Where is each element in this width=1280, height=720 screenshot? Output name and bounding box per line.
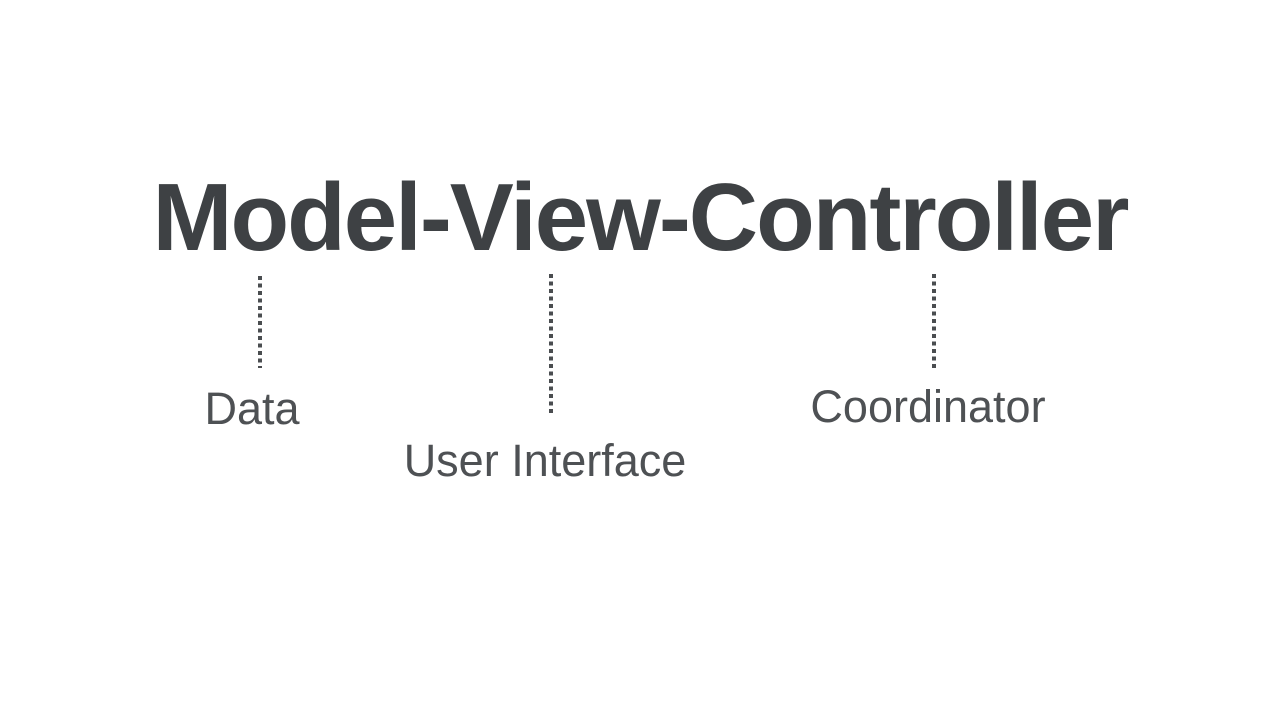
connector-view-to-user-interface bbox=[549, 274, 553, 416]
connector-model-to-data bbox=[258, 276, 262, 368]
label-model-data: Data bbox=[204, 383, 300, 434]
diagram-title: Model-View-Controller bbox=[152, 164, 1130, 271]
label-controller-coordinator: Coordinator bbox=[810, 381, 1046, 432]
label-view-user-interface: User Interface bbox=[403, 435, 687, 486]
connector-controller-to-coordinator bbox=[932, 274, 936, 368]
